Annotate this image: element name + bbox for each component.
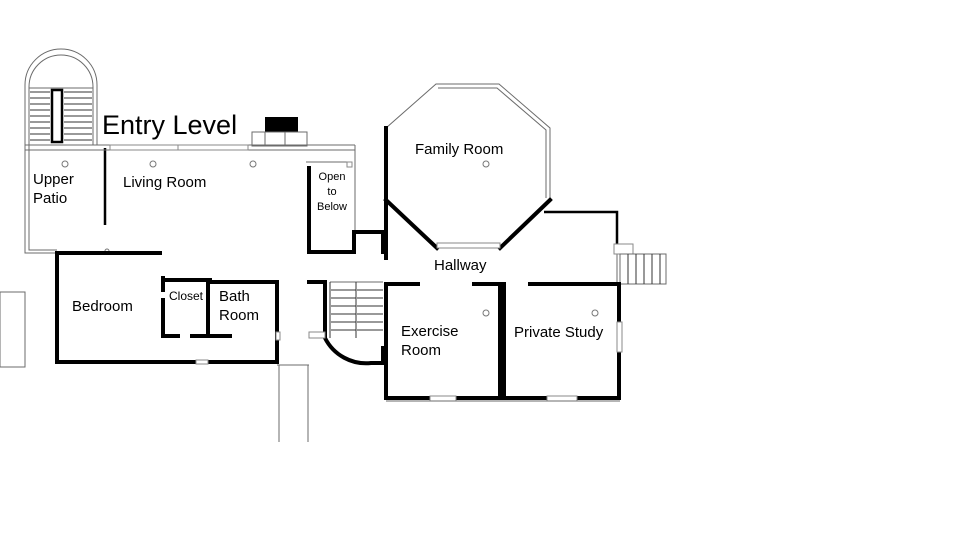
room-label-upper-patio: Upper Patio <box>33 172 74 206</box>
open-to-below-line-3: Below <box>317 201 347 213</box>
open-to-below-area <box>306 161 385 254</box>
room-label-exercise-room: Exercise Room <box>401 324 459 358</box>
upper-patio-line-2: Patio <box>33 190 68 207</box>
family-room-walls <box>383 83 553 260</box>
room-label-closet: Closet <box>169 289 204 303</box>
lower-walkway <box>277 364 309 442</box>
fireplace <box>251 117 308 147</box>
exercise-room-walls <box>384 282 502 402</box>
room-label-hallway: Hallway <box>434 257 487 274</box>
bedroom-walls <box>55 251 281 365</box>
room-label-bedroom: Bedroom <box>72 298 133 315</box>
central-stairs <box>307 280 388 366</box>
bath-room-line-1: Bath <box>219 288 250 305</box>
open-to-below-line-2: to <box>327 186 337 198</box>
room-label-private-study: Private Study <box>514 324 604 341</box>
exercise-room-line-1: Exercise <box>401 323 459 340</box>
upper-patio-area <box>24 48 107 254</box>
exterior-structure <box>0 291 26 368</box>
open-to-below-line-1: Open <box>318 171 346 183</box>
room-label-living-room: Living Room <box>123 174 207 191</box>
patio-stairs <box>30 88 92 144</box>
bath-room-line-2: Room <box>219 307 260 324</box>
private-study-walls <box>386 282 623 402</box>
room-label-open-to-below: Open to Below <box>313 170 351 215</box>
page-title: Entry Level <box>102 110 238 140</box>
upper-patio-line-1: Upper <box>33 171 74 188</box>
east-corridor <box>544 210 667 285</box>
living-room-north-wall <box>25 144 356 232</box>
room-label-family-room: Family Room <box>415 141 504 158</box>
exercise-room-line-2: Room <box>401 342 442 359</box>
room-label-bath-room: Bath Room <box>219 289 259 323</box>
